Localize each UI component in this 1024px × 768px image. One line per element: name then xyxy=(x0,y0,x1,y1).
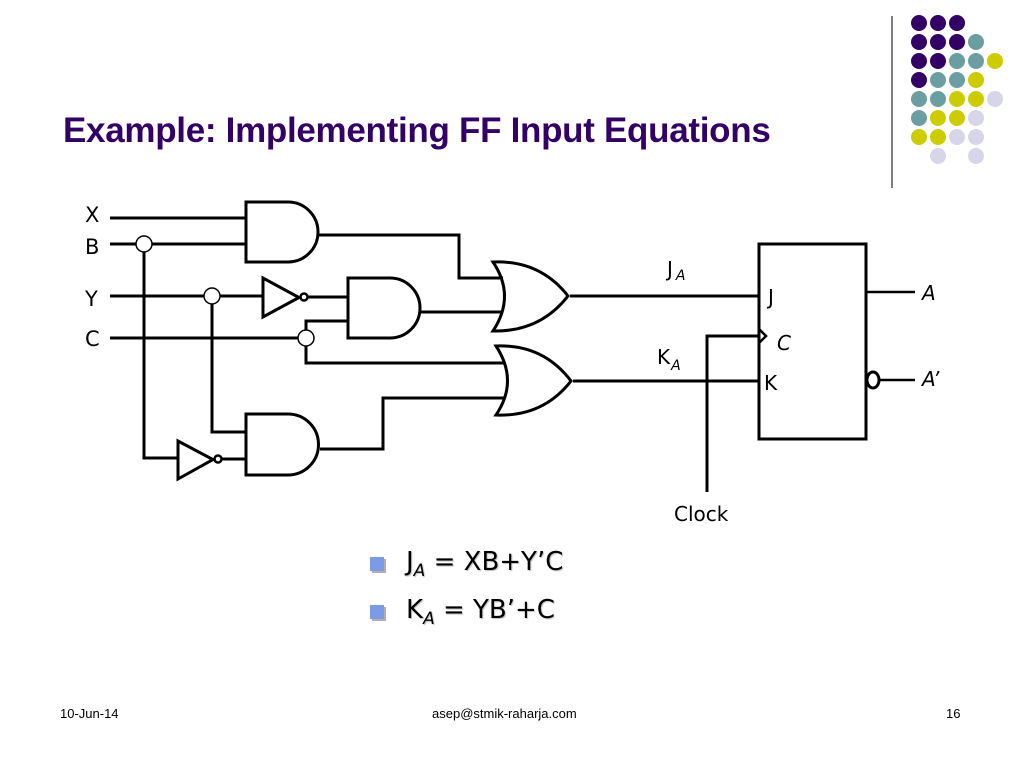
or-gate-ja xyxy=(490,260,570,333)
not-gate-b-bubble xyxy=(213,454,223,464)
and-gate-y-bnot xyxy=(244,412,320,477)
bullet-square-icon xyxy=(370,557,384,571)
equation-item-ka: KA = YB’+C xyxy=(370,588,563,636)
and-gate-ynot-c xyxy=(346,276,422,340)
equation-ka-lhs: K xyxy=(406,595,424,625)
output-label-a: A xyxy=(920,281,936,305)
equation-list: JA = XB+Y’C KA = YB’+C xyxy=(370,540,563,636)
jk-flipflop xyxy=(757,242,868,441)
and-gate-xb xyxy=(244,200,320,264)
junction-c xyxy=(297,329,315,347)
equation-ka: KA = YB’+C xyxy=(406,595,555,629)
slide-title: Example: Implementing FF Input Equations xyxy=(63,111,771,150)
or-gate-ka xyxy=(493,344,573,417)
equation-item-ja: JA = XB+Y’C xyxy=(370,540,563,588)
input-label-c: C xyxy=(85,327,100,351)
wire-y-branch xyxy=(210,296,246,434)
wire-and1-to-or1 xyxy=(318,233,503,280)
ka-sub: A xyxy=(670,358,681,374)
footer-page-number: 16 xyxy=(946,706,961,721)
input-label-y: Y xyxy=(84,287,98,311)
ja-sub: A xyxy=(675,268,686,284)
footer-date: 10-Jun-14 xyxy=(60,706,119,721)
bullet-square-icon xyxy=(370,605,384,619)
equation-ja-lhs: J xyxy=(406,547,414,577)
equation-ja-sub: A xyxy=(413,561,426,581)
ka-main: K xyxy=(657,345,671,369)
equation-ja-rhs: = XB+Y’C xyxy=(425,547,564,577)
ff-pin-k: K xyxy=(764,371,778,395)
not-gate-y-bubble xyxy=(299,292,309,302)
junction-y xyxy=(203,287,221,305)
equation-ka-rhs: = YB’+C xyxy=(434,595,555,625)
not-gate-b xyxy=(176,438,217,482)
clock-triangle-icon xyxy=(758,328,768,344)
ja-main: J xyxy=(665,257,673,281)
equation-ka-sub: A xyxy=(423,609,435,629)
q-bar-bubble xyxy=(865,370,881,390)
wire-and3-to-or2 xyxy=(320,396,505,451)
ff-pin-j: J xyxy=(766,285,774,309)
output-label-a-bar: A’ xyxy=(920,367,940,391)
wire-b-branch xyxy=(142,244,178,460)
not-gate-y xyxy=(261,275,303,320)
wire-c-to-or2 xyxy=(304,338,505,365)
clock-label: Clock xyxy=(674,502,729,526)
footer-email: asep@stmik-raharja.com xyxy=(432,706,577,721)
input-label-b: B xyxy=(85,235,99,259)
signal-label-ka: KA xyxy=(657,345,681,374)
equation-ja: JA = XB+Y’C xyxy=(406,547,563,581)
title-divider-line xyxy=(891,16,893,188)
wire-clock xyxy=(705,334,759,492)
ff-pin-c: C xyxy=(777,331,791,355)
input-label-x: X xyxy=(85,203,99,227)
junction-b xyxy=(135,235,153,253)
